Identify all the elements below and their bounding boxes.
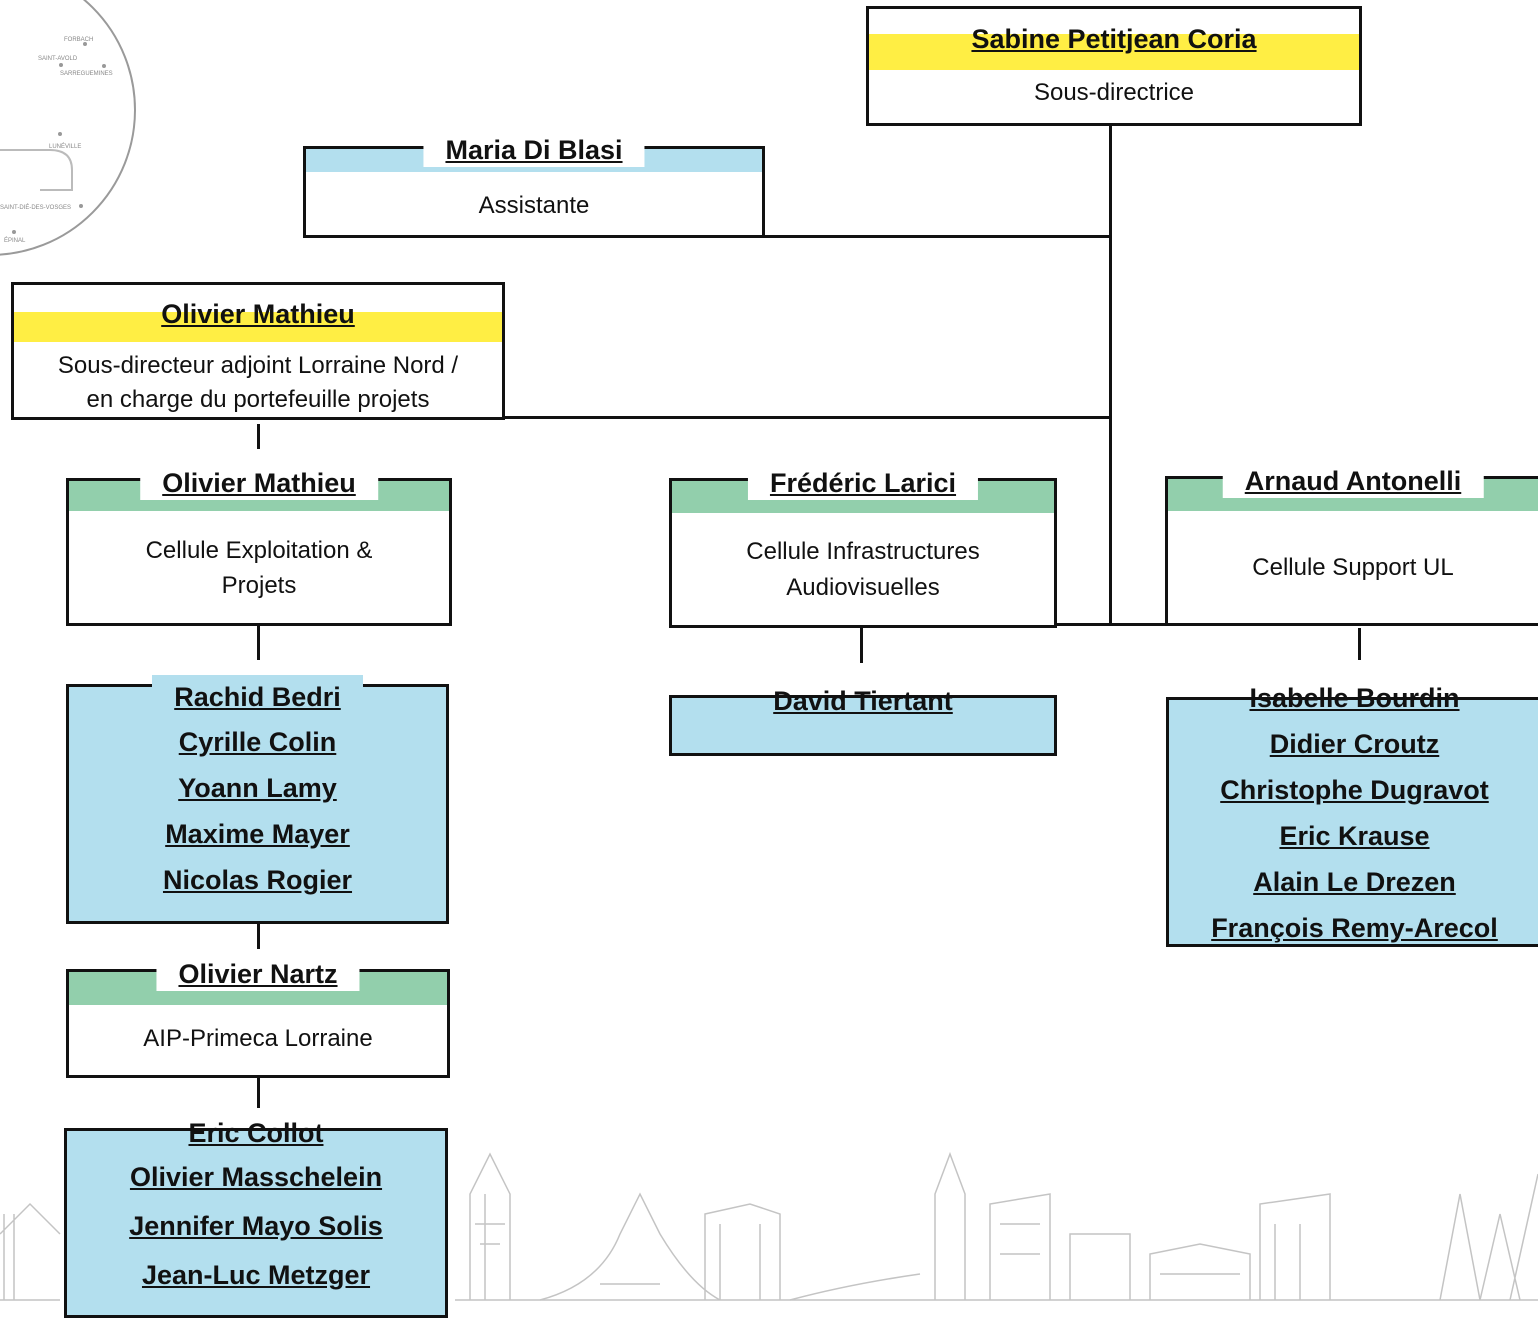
aip-node: Olivier Nartz AIP-Primeca Lorraine [66,957,450,1078]
map-city-saint-avold: SAINT-AVOLD [38,56,78,62]
deputy-band [14,312,502,342]
team-member[interactable]: Christophe Dugravot [1220,775,1489,805]
map-city-saint-die: SAINT-DIÉ-DES-VOSGES [0,204,71,211]
team-member[interactable]: David Tiertant [751,684,975,718]
team-member[interactable]: François Remy-Arecol [1211,913,1498,943]
cell-support-role: Cellule Support UL [1252,554,1454,581]
connector-deputy [503,416,1111,419]
assistant-role: Assistante [478,192,590,219]
aip-name[interactable]: Olivier Nartz [156,957,360,991]
deputy-name[interactable]: Olivier Mathieu [161,299,355,329]
deputy-node: Olivier Mathieu Sous-directeur adjoint L… [11,282,505,420]
team-member[interactable]: Isabelle Bourdin [1249,683,1460,713]
team-member[interactable]: Jennifer Mayo Solis [129,1211,383,1241]
cell-exploitation-role-line1: Cellule Exploitation & [145,537,373,564]
lorraine-map-decoration: FORBACH SAINT-AVOLD SARREGUEMINES LUNÉVI… [0,0,136,256]
connector-cells-bus [1055,623,1167,626]
cell-infra-role-line2: Audiovisuelles [786,574,940,601]
cell-support-node: Arnaud Antonelli Cellule Support UL [1165,464,1538,626]
map-city-epinal: ÉPINAL [4,237,26,244]
director-node: Sabine Petitjean Coria Sous-directrice [866,6,1362,126]
connector-team-to-aip [257,924,260,949]
connector-support-to-team [1358,628,1361,660]
team-member[interactable]: Jean-Luc Metzger [141,1260,371,1290]
director-band [869,34,1359,70]
assistant-node: Maria Di Blasi Assistante [303,133,765,238]
team-support-node: Isabelle Bourdin Didier Croutz Christoph… [1166,683,1538,947]
cell-exploitation-node: Olivier Mathieu Cellule Exploitation & P… [66,466,452,626]
team-member[interactable]: Maxime Mayer [165,819,350,849]
team-member[interactable]: Didier Croutz [1269,729,1440,759]
team-infra-node: David Tiertant [669,686,1057,756]
connector-aip-to-team [257,1078,260,1108]
cell-exploitation-name[interactable]: Olivier Mathieu [140,466,378,500]
team-member[interactable]: Cyrille Colin [178,727,337,757]
map-city-luneville: LUNÉVILLE [49,143,81,150]
team-exploitation-list: Rachid Bedri Cyrille Colin Yoann Lamy Ma… [69,675,446,903]
team-aip-node: Eric Collot Olivier Masschelein Jennifer… [64,1118,448,1318]
cell-infra-node: Frédéric Larici Cellule Infrastructures … [669,466,1057,628]
team-aip-list: Eric Collot Olivier Masschelein Jennifer… [67,1114,445,1300]
connector-assistant [764,235,1111,238]
director-name[interactable]: Sabine Petitjean Coria [971,24,1257,54]
team-member[interactable]: Nicolas Rogier [162,865,353,895]
aip-role: AIP-Primeca Lorraine [143,1025,373,1052]
cell-support-name[interactable]: Arnaud Antonelli [1222,464,1484,498]
team-member[interactable]: Eric Collot [188,1118,324,1148]
cell-infra-name[interactable]: Frédéric Larici [747,466,979,500]
team-support-list: Isabelle Bourdin Didier Croutz Christoph… [1169,675,1538,951]
deputy-role-line2: en charge du portefeuille projets [86,386,430,413]
team-member[interactable]: Rachid Bedri [152,675,363,719]
team-member[interactable]: Eric Krause [1279,821,1430,851]
assistant-name[interactable]: Maria Di Blasi [423,133,645,167]
deputy-role-line1: Sous-directeur adjoint Lorraine Nord / [57,352,459,379]
director-role: Sous-directrice [1033,79,1195,106]
cell-infra-role-line1: Cellule Infrastructures [746,538,980,565]
team-member[interactable]: Alain Le Drezen [1253,867,1456,897]
team-member[interactable]: Olivier Masschelein [129,1162,383,1192]
connector-director-trunk [1109,124,1112,626]
skyline-decoration [0,1151,1538,1301]
connector-exploitation-to-team [257,626,260,660]
connector-infra-to-team [860,628,863,663]
map-city-sarreguemines: SARREGUEMINES [60,71,113,77]
team-member[interactable]: Yoann Lamy [178,773,337,803]
map-city-forbach: FORBACH [64,37,93,43]
team-exploitation-node: Rachid Bedri Cyrille Colin Yoann Lamy Ma… [66,675,449,924]
connector-deputy-to-exploitation [257,424,260,449]
cell-exploitation-role-line2: Projets [221,572,297,599]
